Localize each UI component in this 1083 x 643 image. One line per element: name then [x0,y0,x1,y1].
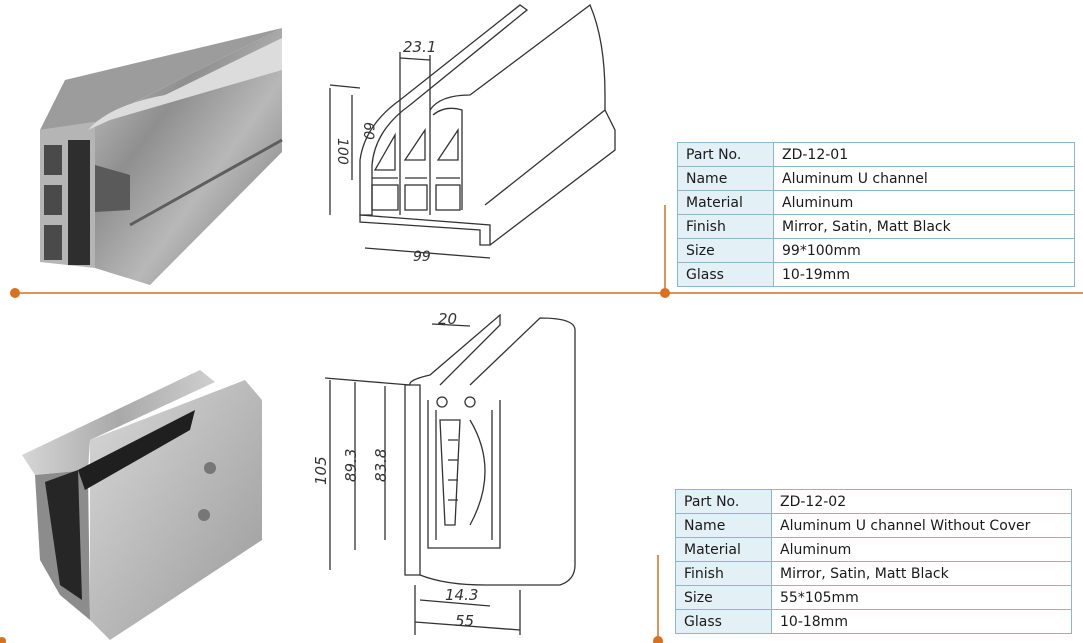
spec-value: 10-19mm [773,262,1075,287]
spec-value: Aluminum [771,537,1072,562]
spec-row: Part No.ZD-12-01 [677,142,1075,167]
dim-1-height: 100 [334,138,350,165]
product-1-photo [40,28,283,285]
spec-key: Finish [675,561,772,586]
dim-1-top: 23.1 [403,38,436,56]
spec-key: Material [675,537,772,562]
separator-2 [0,555,663,643]
product-1-drawing [329,3,616,259]
spec-value: Mirror, Satin, Matt Black [771,561,1072,586]
dim-1-inner: 60 [360,122,376,140]
spec-value: 10-18mm [771,609,1072,634]
spec-value: Aluminum U channel [773,166,1075,191]
spec-key: Material [677,190,774,215]
spec-key: Name [675,513,772,538]
dim-2-width: 55 [455,612,474,630]
dim-2-h1: 105 [312,456,330,485]
dim-2-h2: 89.3 [342,449,360,482]
spec-row: Part No.ZD-12-02 [675,489,1072,514]
dim-2-h3: 83.8 [372,449,390,482]
spec-value: Mirror, Satin, Matt Black [773,214,1075,239]
dim-2-inner: 14.3 [445,586,478,604]
product-2-drawing [324,313,576,635]
separator-1 [10,205,1083,298]
spec-key: Part No. [677,142,774,167]
spec-key: Size [677,238,774,263]
dim-1-width: 99 [413,249,431,265]
dim-2-top: 20 [438,310,457,328]
spec-key: Glass [677,262,774,287]
product-2-photo [22,370,262,640]
spec-key: Finish [677,214,774,239]
spec-key: Glass [675,609,772,634]
spec-value: ZD-12-01 [773,142,1075,167]
spec-value: 55*105mm [771,585,1072,610]
spec-key: Name [677,166,774,191]
spec-value: ZD-12-02 [771,489,1072,514]
spec-key: Size [675,585,772,610]
spec-value: Aluminum [773,190,1075,215]
spec-value: Aluminum U channel Without Cover [771,513,1072,538]
spec-key: Part No. [675,489,772,514]
spec-value: 99*100mm [773,238,1075,263]
